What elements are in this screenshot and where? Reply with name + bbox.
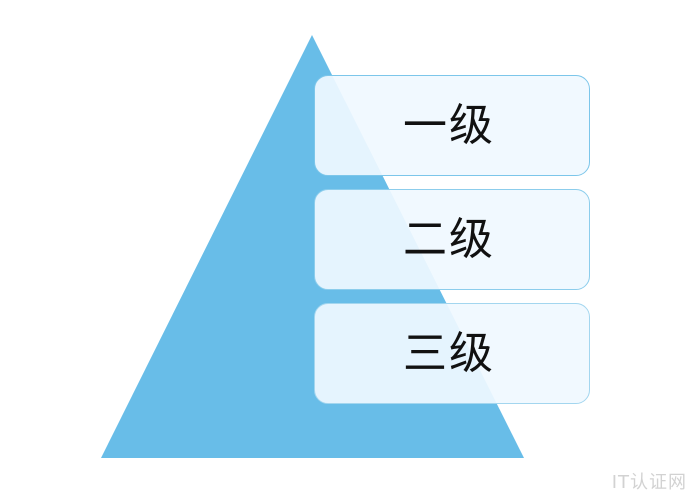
level-box-1: 一级 <box>314 75 590 176</box>
level-label-2: 二级 <box>403 213 495 265</box>
level-box-3: 三级 <box>314 303 590 404</box>
level-label-3: 三级 <box>403 327 495 379</box>
watermark: IT认证网 <box>611 472 687 493</box>
level-label-1: 一级 <box>403 99 495 151</box>
level-box-2: 二级 <box>314 189 590 290</box>
